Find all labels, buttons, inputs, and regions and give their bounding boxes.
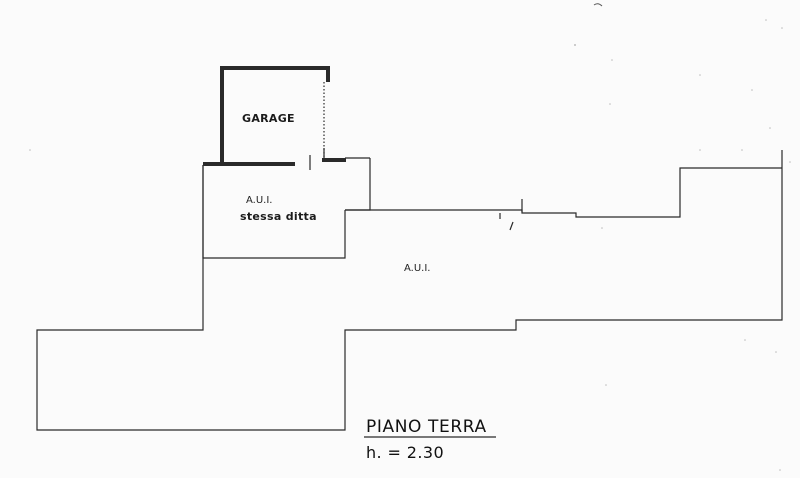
aui-small-room-outline: [202, 158, 371, 259]
floor-height: h. = 2.30: [366, 443, 444, 462]
aui-small-label: A.U.I.: [246, 195, 272, 206]
scan-noise: [29, 3, 791, 471]
floor-title: PIANO TERRA: [366, 417, 487, 437]
aui-main-label: A.U.I.: [404, 263, 430, 274]
garage-label: GARAGE: [242, 112, 295, 125]
aui-small-sublabel: stessa ditta: [240, 210, 317, 223]
aui-main-outline: [36, 150, 783, 431]
garage-walls: [203, 66, 523, 231]
